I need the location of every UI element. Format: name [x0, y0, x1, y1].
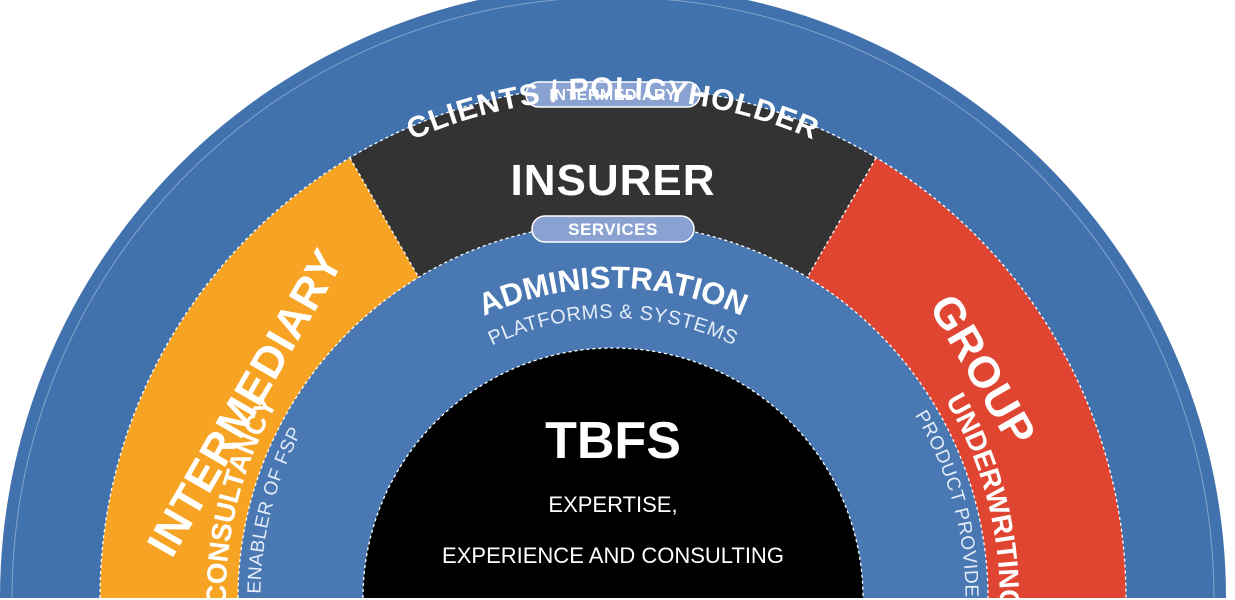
group-segment: [807, 158, 1126, 598]
core-title: TBFS: [545, 412, 681, 470]
core-dashed-boundary: [362, 347, 864, 599]
intermediary-pill-label: INTERMEDIARY: [549, 87, 676, 104]
separator-right: [806, 157, 877, 279]
services-pill-label: SERVICES: [568, 220, 658, 239]
services-pill: SERVICES: [531, 215, 695, 243]
core-line-1: EXPERTISE,: [548, 492, 677, 517]
intermediary-pill: INTERMEDIARY: [525, 81, 701, 108]
insurer-label: INSURER: [510, 156, 715, 205]
core-circle: [363, 348, 863, 598]
core-line-2: EXPERIENCE AND CONSULTING: [442, 543, 784, 568]
insurer-segment: [350, 85, 876, 278]
intermediary-segment: [100, 158, 419, 598]
outer-ring-inner-edge: [11, 0, 1215, 599]
separator-left: [349, 157, 420, 279]
